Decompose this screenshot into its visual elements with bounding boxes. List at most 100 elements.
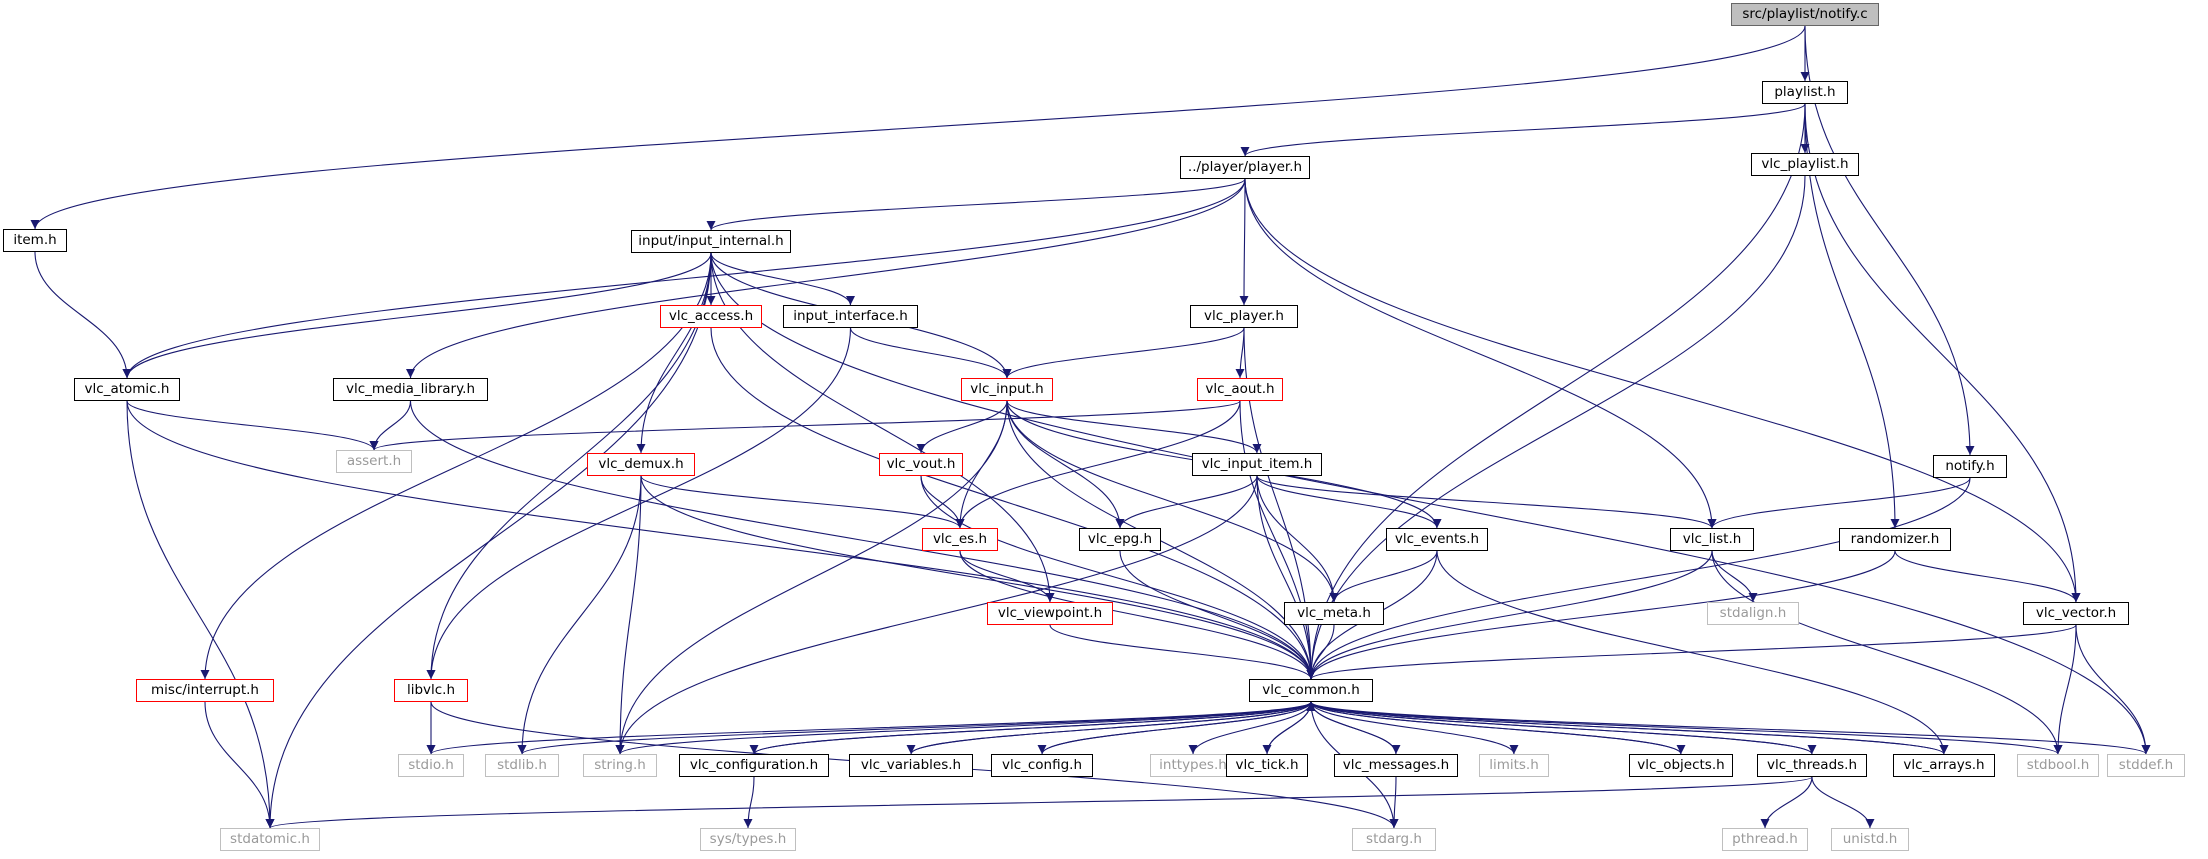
edge-vlc_aout_h-to-assert_h	[369, 400, 1241, 451]
node-vlc-viewpoint-h[interactable]: vlc_viewpoint.h	[987, 602, 1113, 625]
edge-randomizer_h-to-vlc_common_h	[1306, 550, 1896, 680]
node-vlc-epg-h[interactable]: vlc_epg.h	[1079, 528, 1161, 551]
edge-vlc_list_h-to-stdbool_h	[1711, 550, 2063, 755]
edge-vlc_events_h-to-vlc_meta_h	[1329, 550, 1438, 603]
edge-vlc_vector_h-to-stddef_h	[2075, 624, 2151, 755]
node-stdarg-h[interactable]: stdarg.h	[1352, 828, 1436, 851]
edge-vlc_input_h-to-vlc_epg_h	[1006, 400, 1125, 529]
edge-vlc_input_h-to-vlc_vout_h	[916, 400, 1008, 454]
edge-vlc_input_item_h-to-vlc_events_h	[1256, 475, 1442, 529]
edge-notify_h-to-vlc_common_h	[1306, 477, 1971, 680]
node-vlc-events-h[interactable]: vlc_events.h	[1386, 528, 1488, 551]
edge-vlc_input_item_h-to-vlc_meta_h	[1256, 475, 1339, 603]
node-vlc-list-h[interactable]: vlc_list.h	[1670, 528, 1754, 551]
edge-vlc_messages_h-to-stdarg_h	[1389, 776, 1399, 829]
node-libvlc-h[interactable]: libvlc.h	[394, 679, 468, 702]
node-assert-h[interactable]: assert.h	[336, 450, 412, 473]
edge-player_h-to-vlc_list_h	[1244, 178, 1717, 529]
node-vlc-common-h[interactable]: vlc_common.h	[1249, 679, 1373, 702]
node-vlc-player-h[interactable]: vlc_player.h	[1190, 305, 1298, 328]
edge-vlc_list_h-to-stdalign_h	[1711, 550, 1758, 603]
edge-vlc_threads_h-to-unistd_h	[1811, 776, 1875, 829]
node-root[interactable]: src/playlist/notify.c	[1731, 3, 1879, 26]
node-vlc-vector-h[interactable]: vlc_vector.h	[2023, 602, 2129, 625]
node-vlc-demux-h[interactable]: vlc_demux.h	[587, 453, 695, 476]
node-player-h[interactable]: ../player/player.h	[1180, 156, 1310, 179]
node-stdbool-h[interactable]: stdbool.h	[2017, 754, 2099, 777]
node-vlc-input-h[interactable]: vlc_input.h	[961, 378, 1053, 401]
edge-vlc_common_h-to-inttypes_h	[1188, 701, 1312, 755]
node-vlc-atomic-h[interactable]: vlc_atomic.h	[74, 378, 180, 401]
edge-input_internal_h-to-vlc_demux_h	[636, 252, 712, 454]
edge-vlc_input_item_h-to-vlc_epg_h	[1115, 475, 1258, 529]
edge-vlc_demux_h-to-vlc_es_h	[640, 475, 965, 529]
node-vlc-tick-h[interactable]: vlc_tick.h	[1226, 754, 1308, 777]
node-string-h[interactable]: string.h	[583, 754, 657, 777]
node-misc-interrupt-h[interactable]: misc/interrupt.h	[136, 679, 274, 702]
node-limits-h[interactable]: limits.h	[1479, 754, 1549, 777]
edge-vlc_demux_h-to-vlc_common_h	[640, 475, 1316, 680]
edge-misc_interrupt_h-to-stdatomic_h	[204, 701, 275, 829]
edge-vlc_epg_h-to-vlc_common_h	[1119, 550, 1316, 680]
edge-player_h-to-vlc_vector_h	[1244, 178, 2081, 603]
node-stdalign-h[interactable]: stdalign.h	[1707, 602, 1799, 625]
edge-vlc_vout_h-to-vlc_es_h	[920, 475, 965, 529]
edge-vlc_input_h-to-vlc_meta_h	[1006, 400, 1339, 603]
node-pthread-h[interactable]: pthread.h	[1722, 828, 1808, 851]
edge-vlc_input_h-to-vlc_input_item_h	[1006, 400, 1262, 454]
edge-vlc_vector_h-to-stdbool_h	[2053, 624, 2077, 755]
node-vlc-input-item-h[interactable]: vlc_input_item.h	[1192, 453, 1322, 476]
edge-vlc_configuration_h-to-vlc_common_h	[753, 701, 1316, 755]
edge-randomizer_h-to-vlc_vector_h	[1894, 550, 2081, 603]
edge-vlc_vector_h-to-vlc_common_h	[1306, 624, 2077, 680]
edge-vlc_common_h-to-stdio_h	[426, 701, 1312, 755]
edge-vlc_media_library_h-to-assert_h	[369, 400, 412, 451]
edge-input_internal_h-to-stdatomic_h	[265, 252, 712, 829]
node-vlc-objects-h[interactable]: vlc_objects.h	[1629, 754, 1733, 777]
edge-playlist_h-to-player_h	[1240, 103, 1806, 157]
edge-vlc_input_h-to-string_h	[615, 400, 1008, 755]
node-vlc-aout-h[interactable]: vlc_aout.h	[1197, 378, 1283, 401]
node-vlc-threads-h[interactable]: vlc_threads.h	[1757, 754, 1867, 777]
node-vlc-meta-h[interactable]: vlc_meta.h	[1284, 602, 1384, 625]
edge-vlc_messages_h-to-vlc_common_h	[1306, 701, 1397, 755]
node-stdatomic-h[interactable]: stdatomic.h	[220, 828, 320, 851]
node-randomizer-h[interactable]: randomizer.h	[1839, 528, 1951, 551]
node-unistd-h[interactable]: unistd.h	[1831, 828, 1909, 851]
node-sys-types-h[interactable]: sys/types.h	[700, 828, 796, 851]
edge-vlc_atomic_h-to-stdatomic_h	[126, 400, 275, 829]
node-vlc-variables-h[interactable]: vlc_variables.h	[849, 754, 973, 777]
node-playlist-h[interactable]: playlist.h	[1762, 81, 1848, 104]
edge-item_h-to-vlc_atomic_h	[34, 251, 132, 379]
edge-vlc_variables_h-to-vlc_common_h	[910, 701, 1316, 755]
edge-vlc_viewpoint_h-to-vlc_common_h	[1049, 624, 1316, 680]
node-vlc-media-library-h[interactable]: vlc_media_library.h	[333, 378, 488, 401]
node-stdlib-h[interactable]: stdlib.h	[485, 754, 559, 777]
node-vlc-es-h[interactable]: vlc_es.h	[922, 528, 998, 551]
node-vlc-configuration-h[interactable]: vlc_configuration.h	[679, 754, 829, 777]
node-vlc-messages-h[interactable]: vlc_messages.h	[1334, 754, 1458, 777]
node-vlc-vout-h[interactable]: vlc_vout.h	[879, 453, 963, 476]
edge-vlc_common_h-to-limits_h	[1310, 701, 1519, 755]
node-notify-h[interactable]: notify.h	[1933, 455, 2007, 478]
node-stdio-h[interactable]: stdio.h	[398, 754, 464, 777]
edge-vlc_atomic_h-to-vlc_common_h	[126, 400, 1316, 680]
node-item-h[interactable]: item.h	[3, 229, 67, 252]
edge-vlc_objects_h-to-vlc_common_h	[1306, 701, 1682, 755]
edge-player_h-to-input_internal_h	[706, 178, 1246, 231]
node-vlc-arrays-h[interactable]: vlc_arrays.h	[1893, 754, 1995, 777]
node-vlc-config-h[interactable]: vlc_config.h	[991, 754, 1093, 777]
node-stddef-h[interactable]: stddef.h	[2107, 754, 2185, 777]
node-vlc-access-h[interactable]: vlc_access.h	[660, 305, 762, 328]
node-vlc-playlist-h[interactable]: vlc_playlist.h	[1751, 153, 1859, 176]
node-inttypes-h[interactable]: inttypes.h	[1150, 754, 1236, 777]
node-input-interface-h[interactable]: input_interface.h	[783, 305, 918, 328]
edge-vlc_threads_h-to-pthread_h	[1760, 776, 1813, 829]
edge-vlc_aout_h-to-vlc_common_h	[1239, 400, 1316, 680]
node-input-internal-h[interactable]: input/input_internal.h	[631, 230, 791, 253]
edge-playlist_h-to-vlc_vector_h	[1804, 103, 2081, 603]
edge-vlc_media_library_h-to-vlc_common_h	[409, 400, 1316, 680]
edge-vlc_access_h-to-vlc_common_h	[710, 327, 1316, 680]
edge-vlc_vout_h-to-vlc_common_h	[920, 475, 1316, 680]
